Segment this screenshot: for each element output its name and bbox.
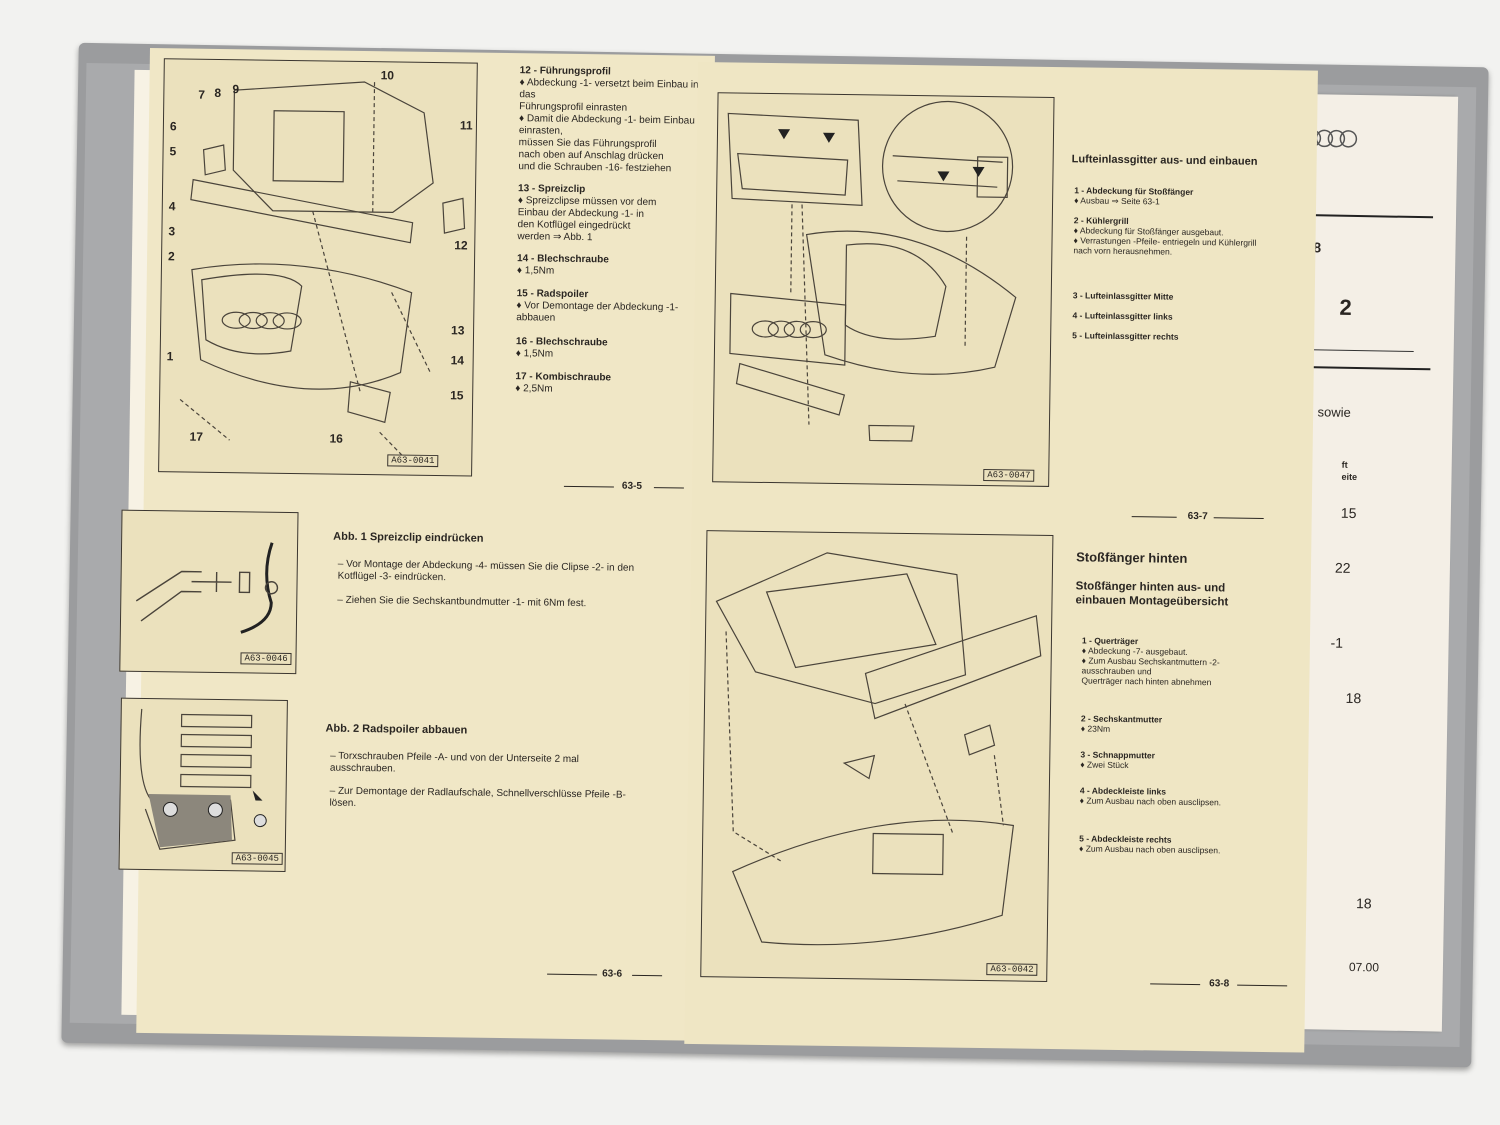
fig-callout: 10 [380, 68, 395, 83]
spreizclip-figure: A63-0046 [119, 509, 299, 675]
fig-callout: 2 [167, 249, 175, 264]
right-page: A63-0047 Lufteinlassgitter aus- und einb… [684, 62, 1318, 1053]
section-heading: Lufteinlassgitter aus- und einbauen [1071, 153, 1258, 168]
under-fragment: sowie [1317, 404, 1351, 420]
figure-id-tag: A63-0042 [986, 963, 1038, 976]
instruction-line: – Zur Demontage der Radlaufschale, Schne… [329, 785, 626, 809]
grille-exploded-figure: A63-0047 [712, 92, 1055, 487]
page-number: 63-6 [602, 968, 623, 980]
front-bumper-exploded-figure: 10 7 8 9 6 5 11 4 3 2 12 1 13 14 15 16 1… [158, 58, 478, 477]
parts-list-item: 4 - Lufteinlassgitter links [1072, 310, 1173, 322]
under-fragment: ft [1341, 459, 1348, 470]
under-fragment: eite [1341, 471, 1358, 483]
parts-list-item: 3 - Schnappmutter ♦ Zwei Stück [1080, 749, 1156, 771]
page-number: 63-5 [621, 480, 643, 492]
fig-callout: 12 [454, 238, 468, 253]
figure-id-tag: A63-0041 [387, 454, 439, 468]
parts-list-item: 13 - Spreizclip ♦ Spreizclipse müssen vo… [517, 183, 657, 244]
under-fragment: -1 [1330, 634, 1344, 651]
fig-callout: 6 [169, 119, 177, 134]
figure-caption: Abb. 1 Spreizclip eindrücken [333, 530, 484, 545]
fig-callout: 11 [459, 118, 473, 133]
parts-list-item: 3 - Lufteinlassgitter Mitte [1072, 290, 1174, 302]
fig-callout: 8 [214, 85, 222, 100]
figure-id-tag: A63-0045 [231, 852, 283, 865]
parts-list-item: 15 - Radspoiler ♦ Vor Demontage der Abde… [516, 288, 679, 324]
fig-callout: 7 [198, 87, 206, 102]
page-number: 63-7 [1187, 510, 1208, 523]
section-heading: Stoßfänger hinten [1076, 549, 1188, 566]
fig-callout: 15 [450, 388, 464, 403]
parts-list-item: 1 - Abdeckung für Stoßfänger ♦ Ausbau ⇒ … [1074, 185, 1194, 207]
parts-list-item: 12 - Führungsprofil ♦ Abdeckung -1- vers… [518, 65, 699, 175]
left-page: 10 7 8 9 6 5 11 4 3 2 12 1 13 14 15 16 1… [118, 48, 715, 1041]
parts-list-item: 5 - Abdeckleiste rechts ♦ Zum Ausbau nac… [1078, 833, 1221, 856]
fig-callout: 14 [450, 353, 465, 368]
parts-list-item: 4 - Abdeckleiste links ♦ Zum Ausbau nach… [1079, 785, 1222, 808]
instruction-line: – Ziehen Sie die Sechskantbundmutter -1-… [337, 594, 587, 610]
instruction-line: – Torxschrauben Pfeile -A- und von der U… [329, 750, 580, 775]
under-fragment: 07.00 [1348, 959, 1380, 975]
fig-callout: 16 [329, 431, 344, 446]
rear-bumper-exploded-figure: A63-0042 [700, 530, 1054, 982]
fig-callout: 17 [189, 429, 204, 444]
parts-list-item: 1 - Querträger ♦ Abdeckung -7- ausgebaut… [1081, 635, 1220, 688]
figure-id-tag: A63-0046 [240, 652, 292, 666]
fig-callout: 3 [168, 224, 176, 239]
section-subheading: Stoßfänger hinten aus- und einbauen Mont… [1075, 580, 1229, 609]
fig-callout: 4 [168, 199, 176, 214]
parts-list-item: 17 - Kombischraube ♦ 2,5Nm [515, 371, 612, 395]
page-number: 63-8 [1209, 978, 1230, 990]
figure-caption: Abb. 2 Radspoiler abbauen [325, 722, 468, 737]
parts-list-item: 5 - Lufteinlassgitter rechts [1072, 330, 1179, 342]
parts-list-item: 2 - Sechskantmutter ♦ 23Nm [1080, 713, 1163, 734]
radspoiler-figure: A63-0045 [118, 697, 288, 872]
under-fragment: 18 [1345, 689, 1362, 707]
figure-id-tag: A63-0047 [983, 469, 1035, 482]
instruction-line: – Vor Montage der Abdeckung -4- müssen S… [337, 558, 635, 584]
fig-callout: 9 [232, 82, 240, 97]
under-fragment: 22 [1334, 559, 1351, 576]
fig-callout: 5 [169, 144, 177, 159]
parts-list-item: 14 - Blechschraube ♦ 1,5Nm [516, 253, 609, 277]
parts-list-item: 16 - Blechschraube ♦ 1,5Nm [515, 336, 608, 360]
fig-callout: 1 [166, 349, 174, 364]
under-fragment: 2 [1339, 294, 1352, 320]
fig-callout: 13 [450, 323, 465, 338]
parts-list-item: 2 - Kühlergrill ♦ Abdeckung für Stoßfäng… [1073, 215, 1257, 257]
under-fragment: 15 [1340, 504, 1357, 522]
under-fragment: 18 [1355, 895, 1372, 912]
